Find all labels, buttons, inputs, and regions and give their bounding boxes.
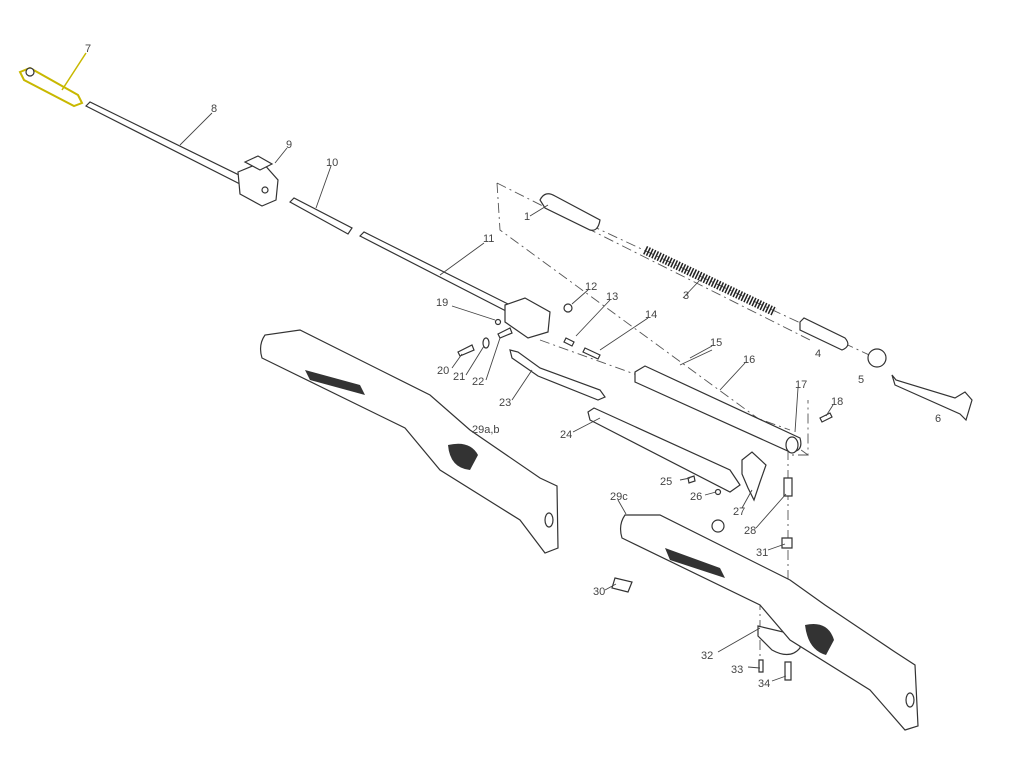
- label-32: 32: [701, 650, 713, 662]
- part-31-screw[interactable]: [781, 537, 793, 549]
- label-26: 26: [690, 491, 702, 503]
- part-29c-knob[interactable]: [711, 519, 725, 533]
- part-12-washer[interactable]: [563, 303, 573, 313]
- label-22: 22: [472, 376, 484, 388]
- label-10: 10: [326, 157, 338, 169]
- label-14: 14: [645, 309, 657, 321]
- part-10-pin[interactable]: [289, 197, 353, 235]
- label-1: 1: [524, 211, 530, 223]
- part-22-pin[interactable]: [497, 327, 513, 339]
- part-28-adjuster[interactable]: [783, 477, 793, 497]
- part-27-trigger[interactable]: [741, 451, 767, 502]
- label-11: 11: [483, 233, 494, 245]
- part-29ab-stock[interactable]: [259, 329, 559, 554]
- part-34-screw[interactable]: [784, 661, 792, 681]
- label-29ab: 29a,b: [472, 424, 500, 436]
- label-3: 3: [683, 290, 689, 302]
- part-9-breech-block[interactable]: [237, 155, 279, 207]
- part-14-pin[interactable]: [582, 347, 601, 360]
- part-15-spring[interactable]: [679, 349, 713, 366]
- label-7: 7: [85, 43, 91, 55]
- label-16: 16: [743, 354, 755, 366]
- part-8-barrel[interactable]: [84, 101, 246, 185]
- label-18: 18: [831, 396, 843, 408]
- label-33: 33: [731, 664, 743, 676]
- part-26-screw[interactable]: [714, 488, 722, 496]
- label-25: 25: [660, 476, 672, 488]
- label-21: 21: [453, 371, 465, 383]
- part-23-cocking-lever[interactable]: [509, 349, 606, 401]
- part-5-end-cap[interactable]: [867, 348, 887, 368]
- part-16-trigger-housing[interactable]: [634, 365, 802, 454]
- label-20: 20: [437, 365, 449, 377]
- label-6: 6: [935, 413, 941, 425]
- part-20-screw[interactable]: [457, 344, 475, 357]
- label-9: 9: [286, 139, 292, 151]
- part-13-spring[interactable]: [563, 337, 575, 347]
- label-5: 5: [858, 374, 864, 386]
- label-27: 27: [733, 506, 745, 518]
- part-30-screw[interactable]: [611, 577, 633, 593]
- part-4-spring-guide[interactable]: [799, 317, 849, 351]
- label-15: 15: [710, 337, 722, 349]
- part-25-screw[interactable]: [687, 475, 696, 484]
- label-29c: 29c: [610, 491, 628, 503]
- label-28: 28: [744, 525, 756, 537]
- part-19-screw[interactable]: [494, 318, 502, 326]
- assembly-guide-box: [496, 182, 811, 456]
- label-13: 13: [606, 291, 618, 303]
- part-6-trigger-plate[interactable]: [891, 374, 973, 422]
- label-19: 19: [436, 297, 448, 309]
- part-18-screw[interactable]: [819, 412, 833, 423]
- part-labels: 7 8 9 10 11 1 3 4 5 6 12 13 14 15 16 17 …: [85, 43, 941, 690]
- part-11-compression-tube[interactable]: [358, 231, 551, 339]
- part-24-rail[interactable]: [587, 407, 741, 493]
- leader-lines: [61, 52, 834, 682]
- label-12: 12: [585, 281, 597, 293]
- part-7-muzzle[interactable]: [18, 66, 84, 108]
- label-30: 30: [593, 586, 605, 598]
- part-3-spring[interactable]: [643, 245, 777, 317]
- label-4: 4: [815, 348, 821, 360]
- label-24: 24: [560, 429, 572, 441]
- label-17: 17: [795, 379, 807, 391]
- label-23: 23: [499, 397, 511, 409]
- label-34: 34: [758, 678, 770, 690]
- label-8: 8: [211, 103, 217, 115]
- part-21-washer[interactable]: [482, 337, 490, 349]
- part-29c-stock[interactable]: [619, 514, 919, 731]
- part-33-screw[interactable]: [758, 659, 764, 673]
- part-1-cylinder[interactable]: [539, 193, 601, 231]
- label-31: 31: [756, 547, 768, 559]
- part-32-trigger-guard[interactable]: [757, 625, 801, 656]
